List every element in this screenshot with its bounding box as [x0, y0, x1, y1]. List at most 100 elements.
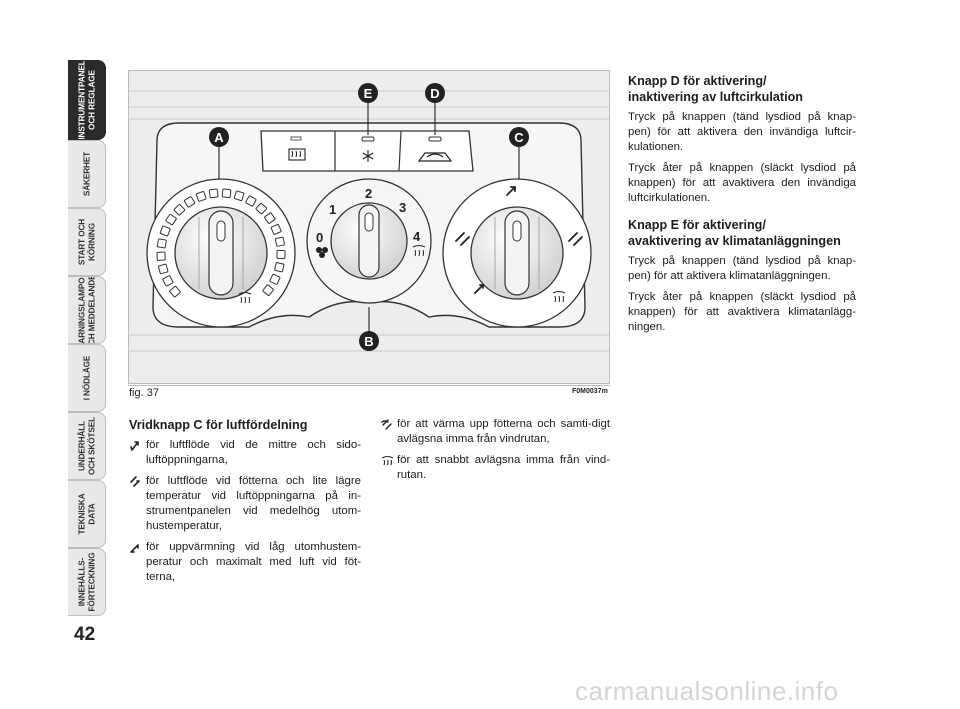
list-item: för att värma upp fötterna och samti-dig… — [381, 417, 610, 447]
paragraph: Tryck åter på knappen (släckt lysdiod på… — [628, 291, 856, 333]
tab-label: I NÖDLÄGE — [81, 355, 91, 401]
item-text: för uppvärmning vid låg utomhustem-perat… — [146, 541, 361, 583]
temperature-scale-mark — [162, 275, 174, 287]
climate-panel-drawing: 0 1 2 3 4 E — [129, 83, 609, 352]
figure-label: fig. 37 — [129, 387, 159, 399]
callout-b-label: B — [364, 334, 373, 349]
fan-number-1: 1 — [329, 202, 336, 217]
paragraph: Tryck på knappen (tänd lysdiod på knap-p… — [628, 111, 856, 153]
temperature-scale-mark — [262, 284, 274, 296]
callout-c-label: C — [514, 130, 524, 145]
fan-icon — [316, 247, 328, 258]
tab-label: INSTRUMENTPANEL — [77, 60, 86, 140]
face-vent-icon — [506, 186, 516, 196]
tab-label: SÄKERHET — [81, 151, 91, 197]
tab-innehallsforteckning[interactable]: INNEHÅLLS-FÖRTECKNING — [68, 548, 106, 616]
temperature-scale-mark — [208, 188, 219, 199]
section-heading-e: Knapp E för aktivering/avaktivering av k… — [628, 217, 856, 249]
temperature-scale — [156, 188, 286, 298]
feet-vent-icon — [130, 544, 139, 553]
tab-i-nodlage[interactable]: I NÖDLÄGE — [68, 344, 106, 412]
list-item: för luftflöde vid de mittre och sido-luf… — [129, 438, 361, 468]
windscreen-defrost-icon — [381, 455, 394, 466]
watermark: carmanualsonline.info — [575, 676, 839, 706]
knob-indicator — [512, 220, 522, 242]
feet-vent-icon — [474, 284, 484, 294]
list-item: för uppvärmning vid låg utomhustem-perat… — [129, 540, 361, 585]
section-heading-d: Knapp D för aktivering/inaktivering av l… — [628, 73, 856, 105]
callout-b — [359, 331, 379, 351]
page-number: 42 — [74, 624, 96, 645]
temperature-scale-mark — [183, 196, 196, 208]
tab-label: VARNINGSLAMPOR — [77, 276, 86, 344]
temperature-scale-mark — [270, 223, 282, 235]
temperature-scale-mark — [274, 262, 285, 273]
temperature-scale-mark — [233, 190, 245, 202]
temperature-scale-mark — [156, 238, 167, 249]
temperature-scale-mark — [221, 188, 232, 199]
figure-code: F0M0037m — [572, 388, 608, 395]
tab-label: INNEHÅLLS- — [77, 557, 86, 607]
item-text: för att värma upp fötterna och samti-dig… — [397, 418, 610, 445]
temperature-scale-mark — [276, 249, 286, 260]
paragraph: Tryck åter på knappen (släckt lysdiod på… — [628, 162, 856, 204]
list-item: för luftflöde vid fötterna och lite lägr… — [129, 474, 361, 534]
callout-a-label: A — [214, 130, 224, 145]
windscreen-defrost-icon — [238, 292, 252, 304]
temperature-scale-mark — [159, 225, 171, 237]
heading-line: inaktivering av luftcirkulation — [628, 90, 803, 104]
item-text: för att snabbt avlägsna imma från vind-r… — [397, 454, 610, 481]
climate-control-figure: 0 1 2 3 4 E — [128, 70, 610, 384]
temperature-scale-mark — [173, 204, 186, 216]
face-vent-icon — [130, 441, 139, 451]
face-feet-vent-icon — [455, 232, 470, 246]
temperature-scale-mark — [158, 263, 169, 275]
fan-number-0: 0 — [316, 230, 323, 245]
temperature-scale-mark — [165, 213, 177, 226]
tab-label: KÖRNING — [86, 223, 96, 261]
ac-snowflake-icon — [362, 150, 374, 162]
tab-label: DATA — [86, 503, 96, 525]
knob-indicator — [216, 220, 226, 242]
callout-c — [509, 127, 529, 147]
tab-label: FÖRTECKNING — [86, 552, 96, 612]
knob-indicator — [364, 212, 374, 232]
section-heading: Vridknapp C för luftfördelning — [129, 418, 308, 432]
figure-caption-rule — [128, 385, 610, 386]
callout-d-label: D — [430, 86, 439, 101]
heading-line: Knapp E för aktivering/ — [628, 218, 766, 232]
led-indicator — [290, 136, 302, 141]
callout-e-label: E — [364, 86, 373, 101]
feet-windscreen-icon — [568, 232, 583, 246]
middle-text-column: för att värma upp fötterna och samti-dig… — [381, 417, 610, 489]
fan-number-4: 4 — [413, 229, 421, 244]
fan-number-2: 2 — [365, 186, 372, 201]
temperature-knob-grip — [208, 210, 234, 296]
tab-label: OCH MEDDELANDEN — [86, 276, 96, 344]
max-defrost-icon — [412, 245, 426, 257]
face-feet-vent-icon — [130, 476, 140, 487]
feet-windscreen-icon — [381, 419, 392, 430]
right-text-column: Knapp D för aktivering/inaktivering av l… — [628, 73, 856, 341]
tab-sakerhet[interactable]: SÄKERHET — [68, 140, 106, 208]
callout-d — [425, 83, 445, 103]
distribution-knob-grip — [504, 210, 530, 296]
temperature-scale-mark — [264, 212, 276, 224]
temperature-scale-mark — [169, 285, 181, 298]
led-indicator — [428, 136, 442, 142]
heading-line: avaktivering av klimatanläggningen — [628, 234, 841, 248]
temperature-scale-mark — [156, 251, 166, 261]
left-text-column: Vridknapp C för luftfördelning för luftf… — [129, 417, 361, 591]
item-text: för luftflöde vid fötterna och lite lägr… — [146, 475, 361, 532]
temperature-scale-mark — [255, 202, 268, 215]
heading-line: Knapp D för aktivering/ — [628, 74, 767, 88]
tab-label: UNDERHÅLL — [77, 420, 86, 472]
temperature-scale-mark — [269, 273, 281, 285]
tab-label: OCH SKÖTSEL — [86, 416, 96, 476]
